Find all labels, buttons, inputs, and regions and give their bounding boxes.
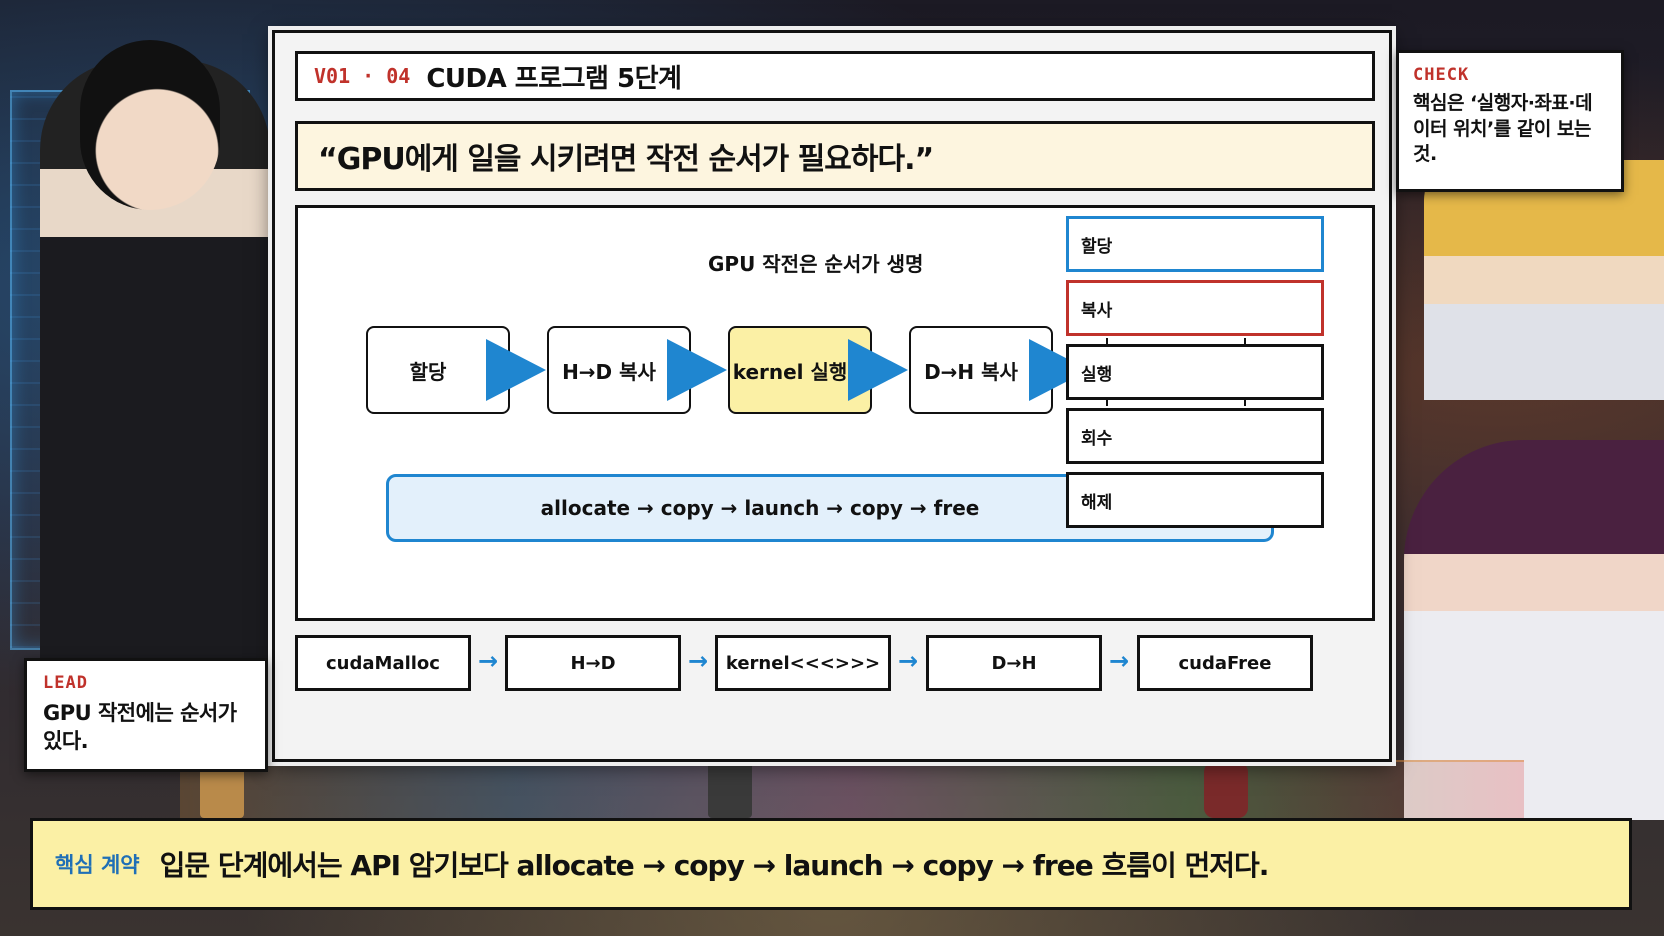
- api-box-d2h: D→H: [926, 635, 1102, 691]
- api-box-label: cudaFree: [1178, 652, 1272, 674]
- side-item-label: 해제: [1081, 492, 1113, 513]
- lead-card: LEAD GPU 작전에는 순서가 있다.: [24, 658, 268, 772]
- api-box-kernel: kernel<<<>>>: [715, 635, 891, 691]
- arrow-right-icon: [667, 339, 727, 401]
- diagram-title: GPU 작전은 순서가 생명: [708, 252, 924, 276]
- check-label: CHECK: [1413, 65, 1470, 85]
- lead-label: LEAD: [43, 673, 88, 693]
- api-box-cudamalloc: cudaMalloc: [295, 635, 471, 691]
- side-item-retrieve: 회수: [1066, 408, 1324, 464]
- lead-text: GPU 작전에는 순서가 있다.: [43, 701, 237, 754]
- trash-bin-icon: [1204, 762, 1248, 818]
- step-label: H→D 복사: [562, 359, 656, 384]
- slide-title: CUDA 프로그램 5단계: [426, 63, 682, 94]
- banner-text: 입문 단계에서는 API 암기보다 allocate → copy → laun…: [159, 849, 1270, 882]
- arrow-right-icon: →: [477, 647, 499, 675]
- step-label: kernel 실행: [732, 359, 848, 384]
- api-box-label: D→H: [991, 652, 1037, 674]
- api-box-cudafree: cudaFree: [1137, 635, 1313, 691]
- api-flow-text: allocate → copy → launch → copy → free: [540, 496, 980, 520]
- arrow-right-icon: [848, 339, 908, 401]
- character-right-purple-hair: [1404, 440, 1664, 820]
- quote-box: “GPU에게 일을 시키려면 작전 순서가 필요하다.”: [295, 121, 1375, 191]
- side-item-execute: 실행: [1066, 344, 1324, 400]
- side-item-allocate: 할당: [1066, 216, 1324, 272]
- diagram-box: GPU 작전은 순서가 생명 할당 H→D 복사 kernel 실행 D→H 복…: [295, 205, 1375, 621]
- slide-title-bar: V01 · 04 CUDA 프로그램 5단계: [295, 51, 1375, 101]
- api-box-label: cudaMalloc: [326, 652, 440, 674]
- quote-text: “GPU에게 일을 시키려면 작전 순서가 필요하다.”: [318, 142, 934, 177]
- step-label: 할당: [409, 359, 447, 384]
- check-card: CHECK 핵심은 ‘실행자·좌표·데이터 위치’를 같이 보는 것.: [1396, 50, 1624, 192]
- side-item-free: 해제: [1066, 472, 1324, 528]
- main-slide: V01 · 04 CUDA 프로그램 5단계 “GPU에게 일을 시키려면 작전…: [272, 30, 1392, 762]
- step-label: D→H 복사: [924, 359, 1018, 384]
- banner-label: 핵심 계약: [55, 853, 140, 877]
- api-box-h2d: H→D: [505, 635, 681, 691]
- check-text: 핵심은 ‘실행자·좌표·데이터 위치’를 같이 보는 것.: [1413, 92, 1593, 166]
- arrow-right-icon: [486, 339, 546, 401]
- api-box-label: kernel<<<>>>: [725, 652, 881, 674]
- arrow-right-icon: →: [1108, 647, 1130, 675]
- side-item-label: 회수: [1081, 428, 1113, 449]
- side-item-copy: 복사: [1066, 280, 1324, 336]
- api-call-row: cudaMalloc → H→D → kernel<<<>>> → D→H → …: [295, 635, 1375, 691]
- side-item-label: 할당: [1081, 236, 1113, 257]
- api-box-label: H→D: [570, 652, 616, 674]
- side-item-label: 실행: [1081, 364, 1113, 385]
- arrow-right-icon: →: [897, 647, 919, 675]
- slide-code: V01 · 04: [314, 64, 411, 88]
- character-right-blonde: [1424, 160, 1664, 400]
- arrow-right-icon: [1029, 339, 1089, 401]
- pipeline-floor-strip: [180, 760, 1524, 820]
- key-contract-banner: 핵심 계약 입문 단계에서는 API 암기보다 allocate → copy …: [30, 818, 1632, 910]
- gpu-chip-icon: [708, 762, 752, 818]
- character-left-head: [80, 40, 220, 210]
- arrow-right-icon: →: [687, 647, 709, 675]
- side-item-label: 복사: [1081, 300, 1113, 321]
